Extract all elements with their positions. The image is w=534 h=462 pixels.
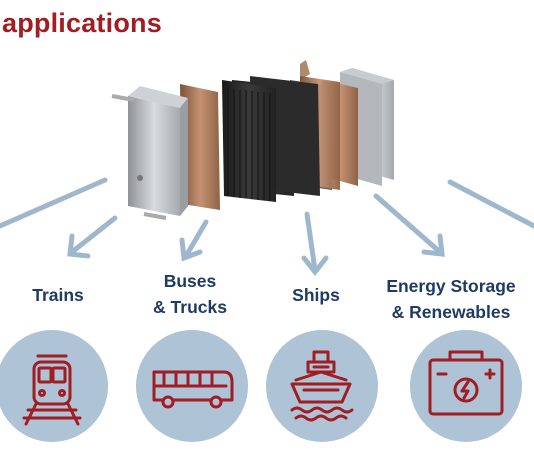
arrow-left-edge bbox=[0, 177, 108, 229]
black-cell-plates bbox=[222, 76, 320, 202]
arrow-right-edge bbox=[447, 179, 534, 229]
label-trains: Trains bbox=[32, 285, 84, 305]
arrow-trains bbox=[67, 215, 118, 259]
ships-circle bbox=[266, 330, 378, 442]
energy-storage-circle bbox=[410, 330, 522, 442]
buses-circle bbox=[136, 330, 248, 442]
arrow-energy bbox=[373, 193, 445, 257]
page-title: applications bbox=[2, 8, 162, 38]
label-buses-trucks: Buses & Trucks bbox=[153, 271, 227, 317]
arrows-layer bbox=[0, 177, 534, 277]
fuel-cell-stack-illustration bbox=[111, 60, 394, 220]
ship-icon bbox=[290, 350, 354, 422]
end-plate-left bbox=[111, 86, 188, 220]
bus-icon bbox=[152, 370, 234, 409]
copper-plate-front bbox=[180, 84, 220, 210]
label-energy-storage: Energy Storage & Renewables bbox=[386, 276, 516, 322]
arrow-ships bbox=[301, 211, 329, 277]
label-ships: Ships bbox=[292, 285, 340, 305]
arrow-buses bbox=[179, 219, 209, 262]
trains-circle bbox=[0, 330, 108, 442]
battery-icon bbox=[428, 350, 504, 416]
train-icon bbox=[22, 354, 82, 426]
